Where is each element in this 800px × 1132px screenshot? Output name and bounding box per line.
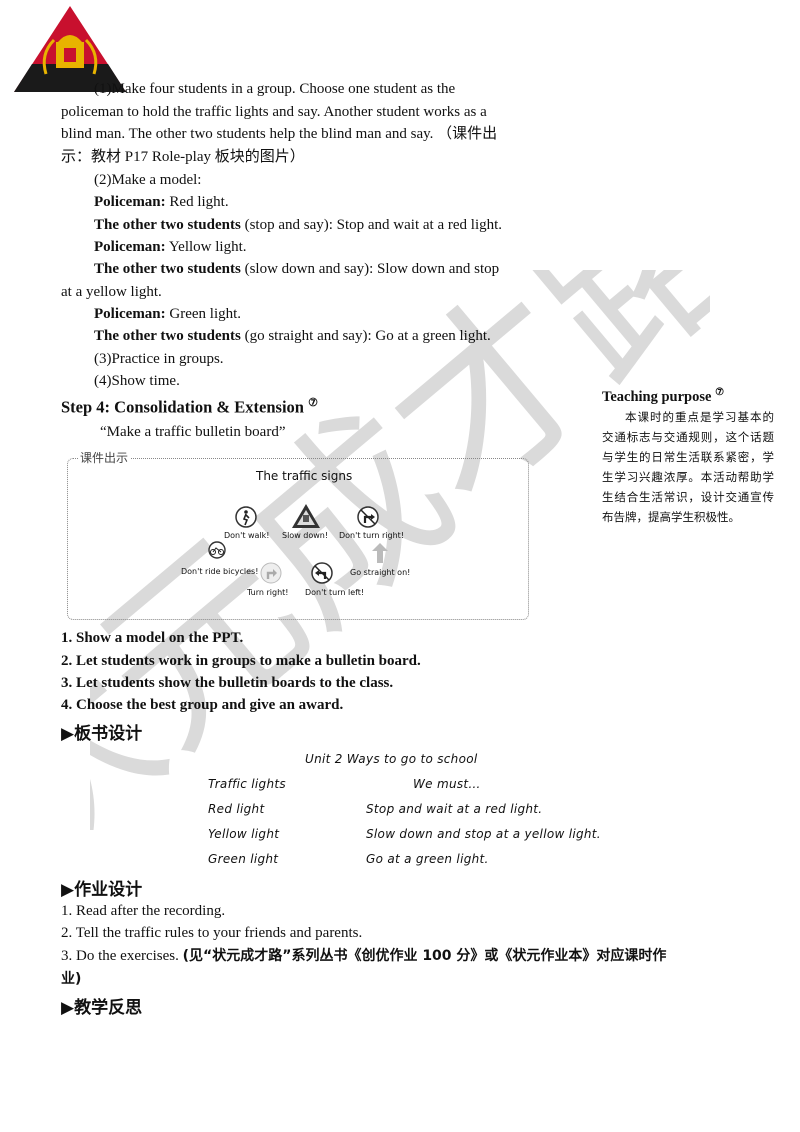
instruction-line: policeman to hold the traffic lights and…	[61, 104, 487, 120]
homework-heading: ▶作业设计	[61, 880, 143, 900]
no-right-turn-icon	[357, 506, 379, 533]
instruction-line: 示：教材 P17 Role-play 板块的图片）	[61, 149, 305, 165]
board-row-left: Yellow light	[208, 827, 280, 841]
homework-item: 3. Do the exercises. (见“状元成才路”系列丛书《创优作业 …	[61, 948, 667, 964]
instruction-line: blind man. The other two students help t…	[61, 126, 498, 142]
reflection-heading: ▶教学反思	[61, 998, 143, 1018]
step-item: 1. Show a model on the PPT.	[61, 630, 244, 646]
sign-label: Don't turn left!	[305, 588, 365, 597]
right-turn-arrow-icon	[260, 562, 282, 589]
no-bicycle-icon	[206, 541, 228, 564]
straight-arrow-icon	[370, 542, 390, 569]
publisher-logo	[12, 4, 128, 94]
dialogue-line: The other two students (slow down and sa…	[94, 261, 500, 277]
figure-label: 课件出示	[78, 449, 131, 466]
instruction-line: (1)Make four students in a group. Choose…	[94, 81, 456, 97]
teaching-purpose-note: Teaching purpose ⑦ 本课时的重点是学习基本的交通标志与交通规则…	[602, 383, 774, 527]
pedestrian-icon	[235, 506, 257, 533]
sign-label: Slow down!	[282, 531, 329, 540]
homework-item-cont: 业)	[61, 971, 82, 987]
figure-title: The traffic signs	[256, 469, 353, 483]
step-item: 3. Let students show the bulletin boards…	[61, 675, 394, 691]
instruction-line: (3)Practice in groups.	[94, 351, 224, 367]
board-right-head: We must…	[413, 777, 481, 791]
teaching-purpose-text: 本课时的重点是学习基本的交通标志与交通规则，这个话题与学生的日常生活联系紧密，学…	[602, 409, 774, 524]
warning-triangle-icon	[291, 503, 321, 534]
dialogue-line: Policeman: Green light.	[94, 306, 242, 322]
dialogue-line: Policeman: Yellow light.	[94, 239, 247, 255]
dialogue-line: The other two students (go straight and …	[94, 328, 491, 344]
instruction-line: (4)Show time.	[94, 373, 180, 389]
dialogue-line: The other two students (stop and say): S…	[94, 217, 503, 233]
board-row-right: Go at a green light.	[366, 852, 489, 866]
no-left-turn-icon	[311, 562, 333, 589]
step-item: 2. Let students work in groups to make a…	[61, 653, 421, 669]
board-row-left: Green light	[208, 852, 279, 866]
sign-label: Don't turn right!	[339, 531, 404, 540]
dialogue-line: at a yellow light.	[61, 284, 162, 300]
step4-title: Step 4: Consolidation & Extension ⑦	[61, 397, 318, 417]
board-left-head: Traffic lights	[208, 777, 286, 791]
dialogue-line: Policeman: Red light.	[94, 194, 229, 210]
sign-label: Don't walk!	[224, 531, 270, 540]
board-row-right: Stop and wait at a red light.	[366, 802, 543, 816]
homework-item: 1. Read after the recording.	[61, 903, 226, 919]
teaching-purpose-title: Teaching purpose ⑦	[602, 387, 725, 405]
figure-box	[67, 458, 529, 620]
step-item: 4. Choose the best group and give an awa…	[61, 697, 344, 713]
board-design-heading: ▶板书设计	[61, 724, 143, 744]
sign-label: Turn right!	[247, 588, 289, 597]
board-title: Unit 2 Ways to go to school	[305, 752, 478, 766]
sign-label: Go straight on!	[350, 568, 411, 577]
board-row-left: Red light	[208, 802, 265, 816]
step4-subtitle: “Make a traffic bulletin board”	[100, 424, 286, 440]
board-row-right: Slow down and stop at a yellow light.	[366, 827, 601, 841]
homework-item: 2. Tell the traffic rules to your friend…	[61, 925, 363, 941]
instruction-line: (2)Make a model:	[94, 172, 202, 188]
sign-label: Don't ride bicycles!	[181, 567, 259, 576]
